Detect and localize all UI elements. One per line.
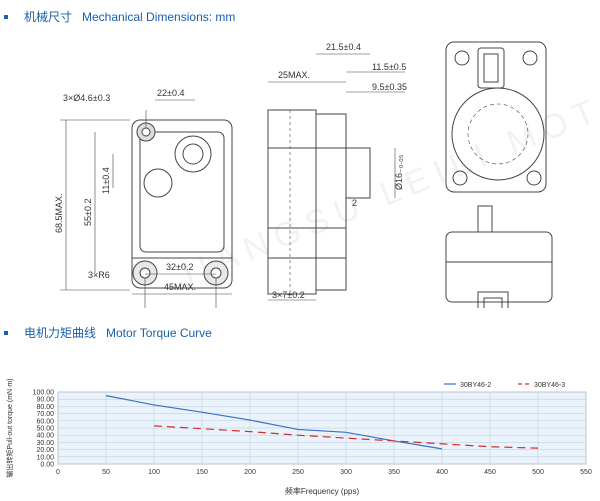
x-tick-label: 400 (436, 469, 448, 476)
x-tick-label: 0 (56, 469, 60, 476)
section-title-en: Motor Torque Curve (106, 325, 212, 340)
section-header-torque: 电机力矩曲线 Motor Torque Curve (4, 324, 212, 341)
y-tick-label: 60.00 (36, 418, 54, 425)
rear-view-flange (451, 87, 545, 181)
dim-55: 55±0.2 (83, 199, 93, 226)
mechanical-drawing: 3×Ø4.6±0.3 22±0.4 68.5MAX. 55±0.2 11±0.4… (54, 41, 553, 308)
dim-22: 22±0.4 (157, 88, 184, 98)
x-tick-label: 200 (244, 469, 256, 476)
x-axis-label: 频率Frequency (pps) (285, 486, 360, 496)
dim-11-5: 11.5±0.5 (372, 62, 406, 72)
x-tick-label: 500 (532, 469, 544, 476)
side-view-shaft (345, 147, 371, 199)
dim-9-5: 9.5±0.35 (372, 82, 407, 92)
front-view-body (131, 119, 233, 289)
section-header-mechanical: 机械尺寸 Mechanical Dimensions: mm (4, 8, 235, 25)
dim-11: 11±0.4 (101, 167, 111, 194)
legend-label: 30BY46-2 (460, 382, 491, 389)
y-tick-label: 20.00 (36, 447, 54, 454)
dim-r6: 3×R6 (88, 270, 110, 280)
torque-chart: 0.0010.0020.0030.0040.0050.0060.0070.008… (5, 378, 592, 496)
rear-view-body (445, 41, 547, 193)
y-tick-label: 10.00 (36, 454, 54, 461)
section-title-cn: 电机力矩曲线 (24, 326, 97, 340)
y-tick-label: 80.00 (36, 404, 54, 411)
dim-32: 32±0.2 (166, 262, 193, 272)
series-line-30by46-2 (105, 395, 443, 450)
y-tick-label: 50.00 (36, 426, 54, 433)
section-title-cn: 机械尺寸 (24, 10, 73, 24)
dim-16: Ø16₋₀.₀₅ (394, 154, 404, 190)
dim-68-5: 68.5MAX. (54, 193, 64, 233)
x-tick-label: 550 (580, 469, 592, 476)
dim-45: 45MAX. (164, 282, 196, 292)
y-tick-label: 70.00 (36, 411, 54, 418)
dim-25: 25MAX. (278, 70, 310, 80)
x-tick-label: 150 (196, 469, 208, 476)
y-axis-label: 输出转矩Pull-out torque (mN·m) (5, 378, 14, 477)
legend-label: 30BY46-3 (534, 382, 565, 389)
dim-2: 2 (352, 198, 357, 208)
x-tick-label: 450 (484, 469, 496, 476)
dim-3x7: 3×7±0.2 (272, 290, 305, 300)
x-tick-label: 100 (148, 469, 160, 476)
x-tick-label: 250 (292, 469, 304, 476)
y-tick-label: 0.00 (40, 462, 54, 469)
section-marker (4, 14, 8, 19)
bottom-view-body (445, 231, 553, 303)
y-tick-label: 30.00 (36, 440, 54, 447)
dim-21-5: 21.5±0.4 (326, 42, 361, 52)
y-tick-label: 90.00 (36, 397, 54, 404)
x-tick-label: 300 (340, 469, 352, 476)
dim-holes: 3×Ø4.6±0.3 (63, 93, 110, 103)
section-marker (4, 330, 8, 335)
y-tick-label: 100.00 (33, 390, 55, 397)
side-view-body (267, 109, 317, 295)
x-tick-label: 50 (102, 469, 110, 476)
front-view-gear-housing (139, 131, 225, 253)
section-title-en: Mechanical Dimensions: mm (82, 9, 236, 24)
x-tick-label: 350 (388, 469, 400, 476)
y-tick-label: 40.00 (36, 433, 54, 440)
